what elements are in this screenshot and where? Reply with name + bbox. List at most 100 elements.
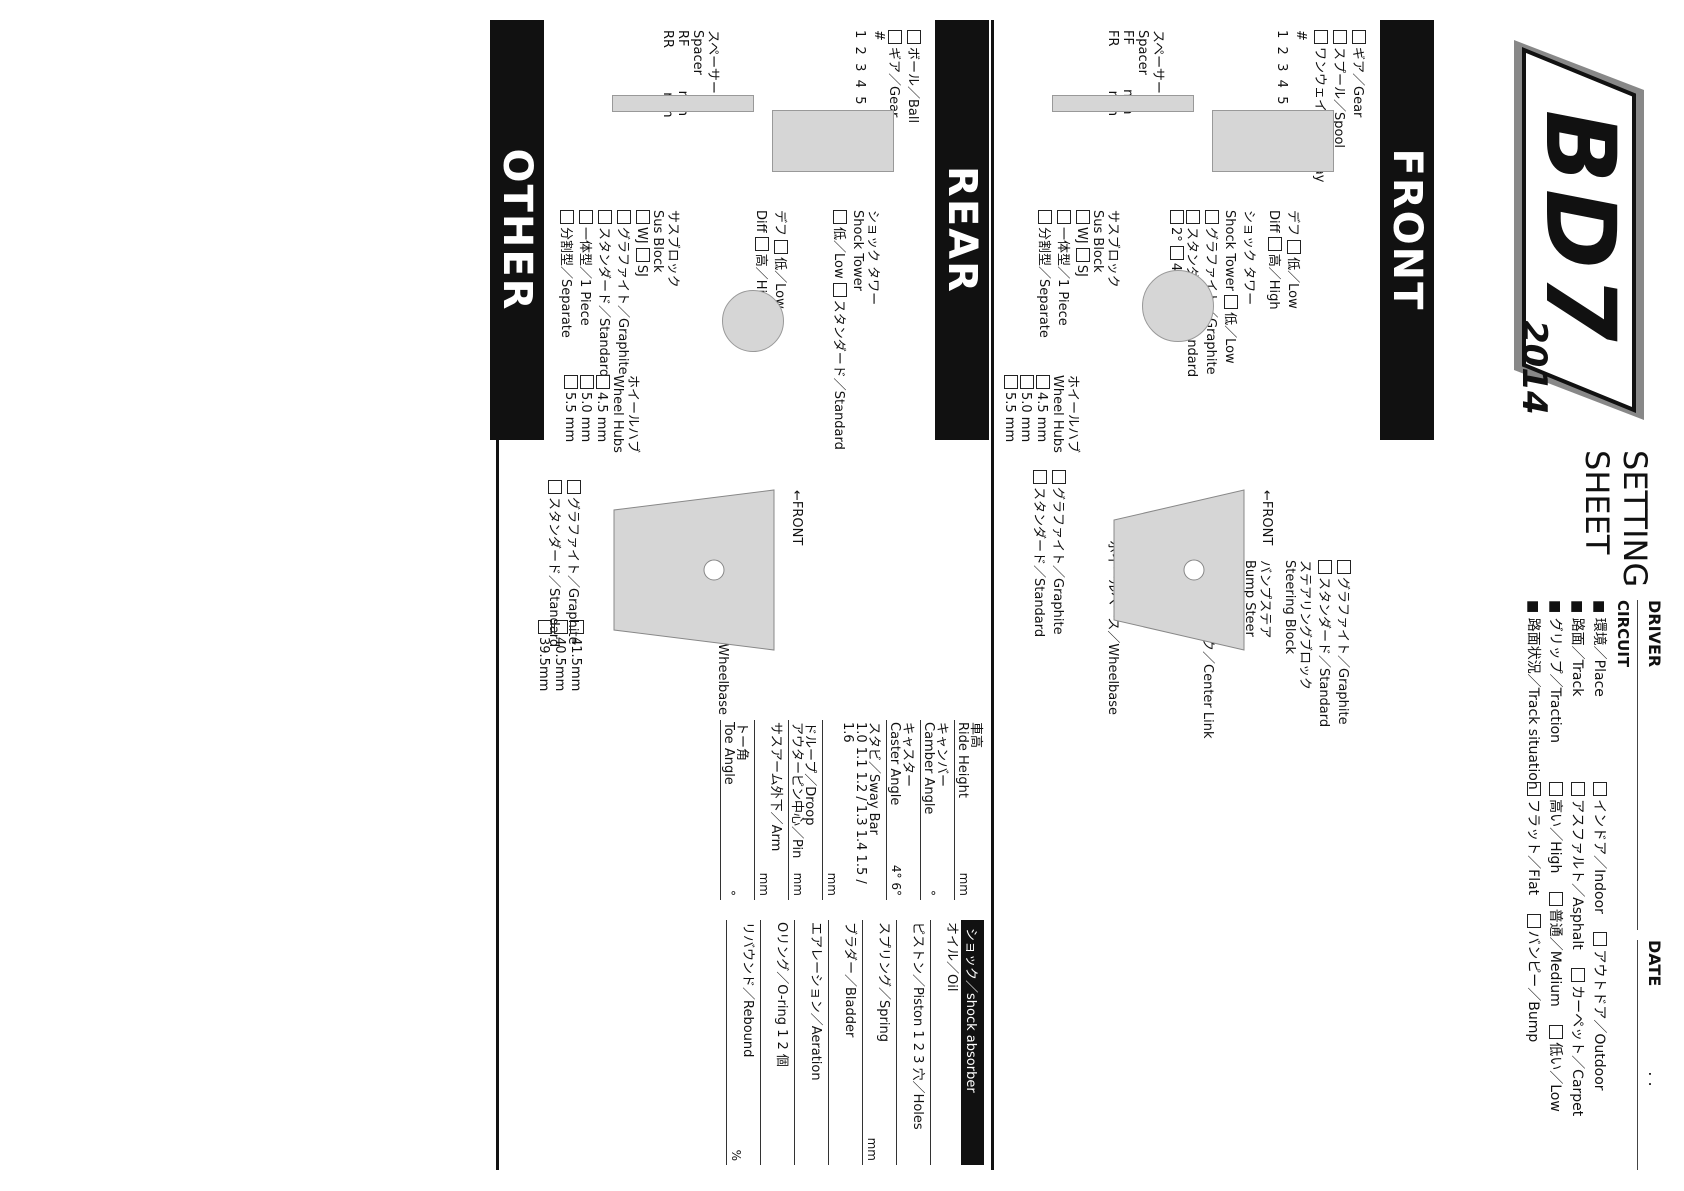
checkbox[interactable] xyxy=(554,620,568,634)
diff-jp: デフ xyxy=(1285,210,1300,237)
front-wheel-hubs: ホイールハブ Wheel Hubs 4.5 mm 5.0 mm 5.5 mm xyxy=(1002,375,1084,453)
checkbox[interactable] xyxy=(548,480,562,494)
checkbox[interactable] xyxy=(1287,240,1301,255)
option-label: グラファイト／Graphite xyxy=(1335,577,1350,725)
shock-row: ブラダー／Bladder xyxy=(828,920,858,1165)
checkbox[interactable] xyxy=(1352,30,1366,44)
checkbox[interactable] xyxy=(1170,210,1184,224)
checkbox[interactable] xyxy=(1527,913,1541,928)
checkbox[interactable] xyxy=(833,210,847,224)
checkbox[interactable] xyxy=(580,375,594,389)
checkbox[interactable] xyxy=(538,620,552,634)
checkbox[interactable] xyxy=(570,620,584,634)
checkbox[interactable] xyxy=(1549,1025,1563,1040)
sus-block-jp: サスブロック xyxy=(665,210,680,288)
diff-en: Diff xyxy=(753,210,768,233)
shock-label: オイル／Oil xyxy=(944,922,959,992)
diff-row: デフ 低／Low xyxy=(1285,210,1304,377)
checkbox[interactable] xyxy=(1186,210,1200,224)
checkbox[interactable] xyxy=(1057,210,1071,224)
checkbox[interactable] xyxy=(617,210,631,224)
diff-jp: デフ xyxy=(772,210,787,237)
spacer-rr-label: RR xyxy=(660,30,675,49)
setup-en: Caster Angle xyxy=(887,722,902,806)
checkbox[interactable] xyxy=(1036,375,1050,389)
logo-year: 2014 xyxy=(1514,320,1554,415)
checkbox[interactable] xyxy=(1333,30,1347,44)
checkbox[interactable] xyxy=(1571,968,1585,983)
setup-jp: 車高 xyxy=(968,722,983,749)
checkbox[interactable] xyxy=(636,210,650,224)
rear-header: REAR xyxy=(935,20,989,440)
checkbox[interactable] xyxy=(1549,891,1563,906)
angle: 2° xyxy=(1168,227,1183,242)
checkbox[interactable] xyxy=(1337,560,1351,574)
bd7-logo-icon xyxy=(1514,40,1644,420)
checkbox[interactable] xyxy=(1038,210,1052,224)
date-field[interactable]: DATE . . xyxy=(1637,940,1664,1170)
checkbox[interactable] xyxy=(1076,247,1090,262)
checkbox[interactable] xyxy=(564,375,578,389)
checkbox[interactable] xyxy=(1020,375,1034,389)
front-arm-icon xyxy=(1113,489,1245,651)
sus-block-sep: 分割型／Separate xyxy=(1036,210,1055,338)
hole-number: 2 xyxy=(1274,46,1289,55)
checkbox[interactable] xyxy=(1170,245,1184,260)
checkbox[interactable] xyxy=(636,247,650,262)
checkbox[interactable] xyxy=(1224,295,1238,310)
sus-block-jp: サスブロック xyxy=(1105,210,1120,288)
hole-number: 2 xyxy=(852,46,867,55)
spacer-ff-label: FF xyxy=(1120,30,1135,45)
option-label: 分割型／Separate xyxy=(1036,227,1051,338)
option-label: 高／High xyxy=(1266,253,1281,310)
shock-unit: mm xyxy=(865,1137,879,1161)
checkbox[interactable] xyxy=(907,30,921,44)
hole-number: 1 xyxy=(852,30,867,39)
checkbox[interactable] xyxy=(1076,210,1090,224)
option-label: 4.5 mm xyxy=(594,392,609,443)
shock-tower-opt: 低／Low スタンダード／Standard xyxy=(831,210,850,450)
checkbox[interactable] xyxy=(596,375,610,389)
wheel-hubs-en: Wheel Hubs xyxy=(1050,375,1065,453)
checkbox[interactable] xyxy=(1205,210,1219,224)
driver-field[interactable]: DRIVER xyxy=(1637,600,1664,930)
option-label: 低／Low xyxy=(1285,257,1300,309)
checkbox[interactable] xyxy=(598,210,612,224)
option-label: 一体型／1 Piece xyxy=(577,227,592,326)
checkbox[interactable] xyxy=(888,30,902,44)
shock-header: ショック／shock absorber xyxy=(961,920,984,1165)
checkbox[interactable] xyxy=(755,236,769,251)
option-label: 分割型／Separate xyxy=(558,227,573,338)
sus-block-wjsj: WJ SJ xyxy=(1074,210,1090,338)
checkbox[interactable] xyxy=(1593,932,1607,947)
circuit-row: ■ 路面状況／Track situation フラット／Flat バンピー／Bu… xyxy=(1522,600,1544,1170)
hub-option: 5.0 mm xyxy=(1018,375,1034,453)
option-label: アウトドア／Outdoor xyxy=(1591,949,1607,1091)
wheel-hubs-en: Wheel Hubs xyxy=(610,375,625,453)
checkbox[interactable] xyxy=(567,480,581,494)
checkbox[interactable] xyxy=(1033,470,1047,484)
checkbox[interactable] xyxy=(774,240,788,255)
checkbox[interactable] xyxy=(579,210,593,224)
checkbox[interactable] xyxy=(1318,560,1332,574)
shock-row: Oリング／O-ring 1 2 個 xyxy=(760,920,790,1165)
checkbox[interactable] xyxy=(1268,236,1282,251)
option-label: ギア／Gear xyxy=(1350,47,1365,118)
shock-tower-en: Shock Tower xyxy=(850,210,865,291)
checkbox[interactable] xyxy=(1593,782,1607,797)
checkbox[interactable] xyxy=(1527,782,1541,797)
checkbox[interactable] xyxy=(1052,470,1066,484)
option-label: 高い／High xyxy=(1547,799,1563,874)
checkbox[interactable] xyxy=(1571,782,1585,797)
checkbox[interactable] xyxy=(1004,375,1018,389)
checkbox[interactable] xyxy=(1314,30,1328,44)
hub-option: 5.5 mm xyxy=(1002,375,1018,453)
checkbox[interactable] xyxy=(560,210,574,224)
length-option: 41.5mm xyxy=(568,620,584,691)
diff-en: Diff xyxy=(1266,210,1281,233)
checkbox[interactable] xyxy=(833,282,847,297)
checkbox[interactable] xyxy=(1549,782,1563,797)
option-label: スタンダード／Standard xyxy=(596,227,611,378)
